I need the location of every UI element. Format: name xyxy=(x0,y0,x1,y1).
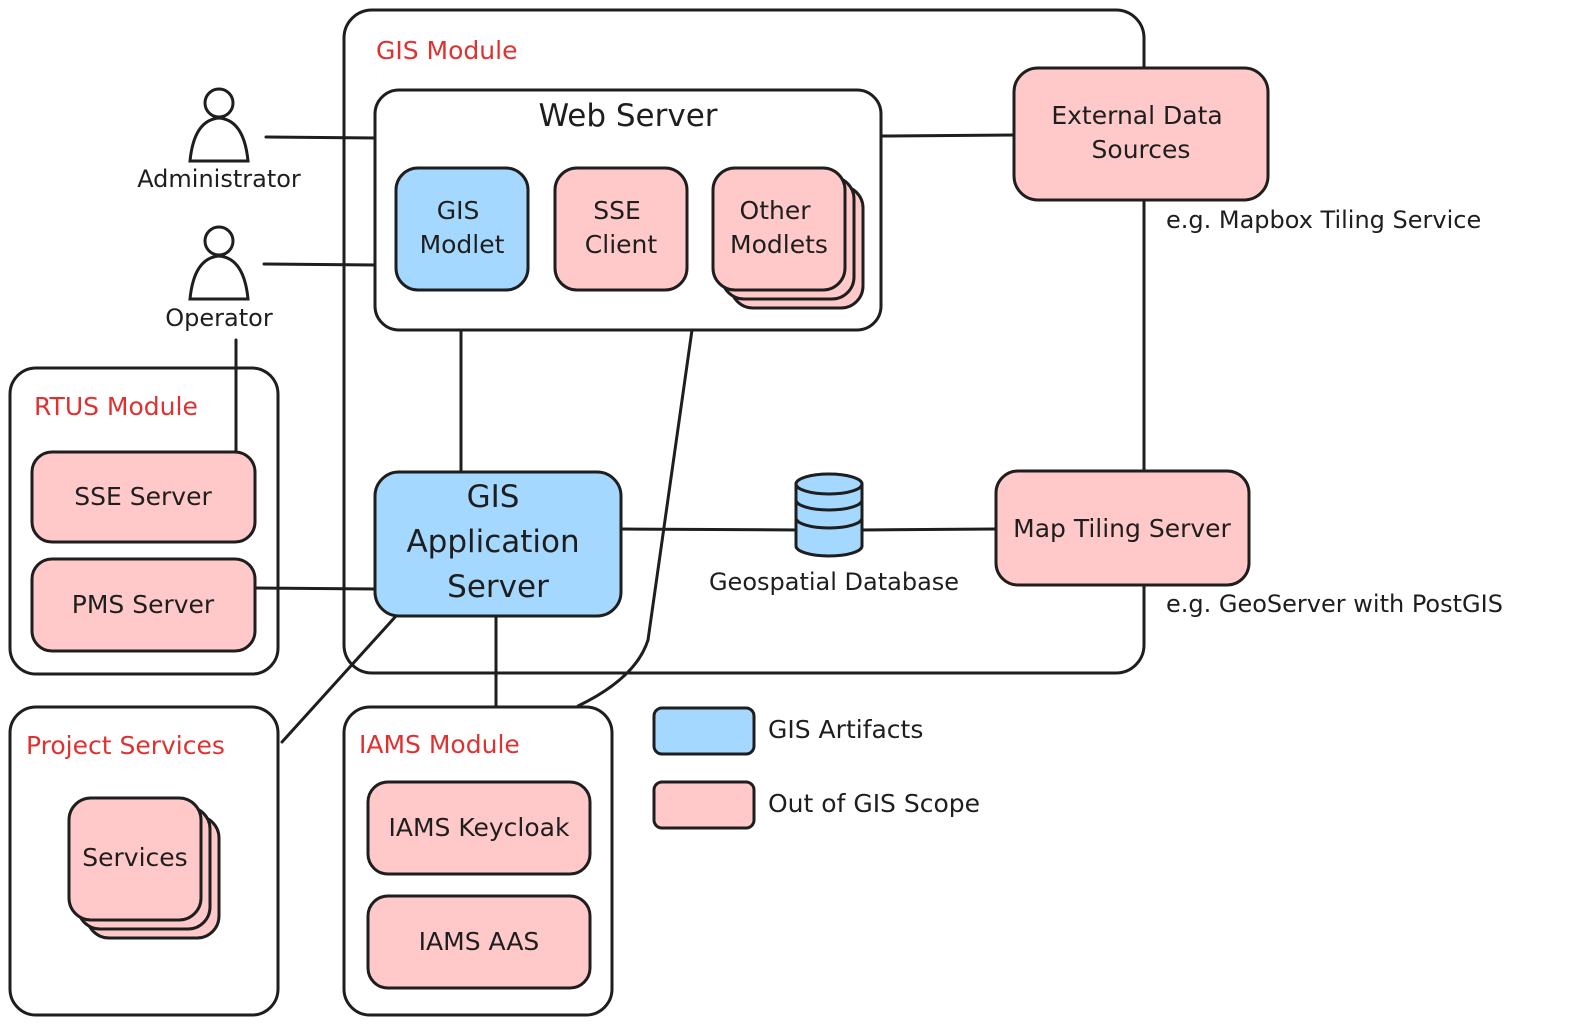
connectors xyxy=(234,133,1146,744)
other-modlets-box xyxy=(711,166,847,292)
sse-server-label: SSE Server xyxy=(74,482,212,511)
external-data-sources-label: External Data Sources xyxy=(1051,101,1230,164)
project-services-label: Project Services xyxy=(26,731,225,760)
connector-administrator-webserver xyxy=(264,135,378,140)
map-tiling-server-label: Map Tiling Server xyxy=(1013,514,1231,543)
legend-gis-artifacts-swatch xyxy=(652,706,756,756)
database-icon xyxy=(794,472,864,558)
other-modlets-stack xyxy=(711,166,865,310)
iams-module-label: IAMS Module xyxy=(359,730,520,759)
connector-pms-appserver xyxy=(253,586,378,591)
pms-server-label: PMS Server xyxy=(72,590,215,619)
legend-out-of-scope-swatch xyxy=(652,780,756,830)
gis-application-server-label: GIS Application Server xyxy=(406,479,589,605)
services-label: Services xyxy=(82,843,187,872)
services-box xyxy=(67,796,203,922)
connector-appserver-projectservices xyxy=(280,614,398,744)
iams-aas-box xyxy=(366,894,592,990)
map-tiling-server-box xyxy=(994,469,1251,587)
services-stack xyxy=(67,796,221,940)
legend-out-of-scope-label: Out of GIS Scope xyxy=(768,789,980,818)
geospatial-database-label: Geospatial Database xyxy=(709,568,959,596)
iams-keycloak-box xyxy=(366,780,592,876)
sse-client-label: SSE Client xyxy=(585,196,658,259)
gis-modlet-box xyxy=(394,166,530,292)
administrator-label: Administrator xyxy=(137,165,301,193)
legend: GIS Artifacts Out of GIS Scope xyxy=(652,706,980,830)
rtus-module-label: RTUS Module xyxy=(34,392,198,421)
external-data-sources-box xyxy=(1012,66,1270,202)
sse-server-box xyxy=(30,450,257,544)
other-modlets-label: Other Modlets xyxy=(730,196,828,259)
iams-keycloak-label: IAMS Keycloak xyxy=(389,813,570,842)
iams-aas-label: IAMS AAS xyxy=(419,927,540,956)
connector-operator-webserver xyxy=(262,262,378,267)
gis-modlet-label: GIS Modlet xyxy=(420,196,505,259)
operator-label: Operator xyxy=(165,304,273,332)
map-tiling-note: e.g. GeoServer with PostGIS xyxy=(1166,590,1503,618)
administrator-icon xyxy=(188,87,250,163)
legend-gis-artifacts-label: GIS Artifacts xyxy=(768,715,923,744)
sse-client-box xyxy=(553,166,689,292)
operator-icon xyxy=(188,225,250,301)
gis-application-server-box xyxy=(373,470,623,618)
pms-server-box xyxy=(30,557,257,653)
connector-webserver-external xyxy=(880,133,1016,138)
gis-module-label: GIS Module xyxy=(376,36,517,65)
external-data-note: e.g. Mapbox Tiling Service xyxy=(1166,206,1481,234)
web-server-title: Web Server xyxy=(538,98,717,134)
connector-database-maptiling xyxy=(858,527,998,532)
connector-webserver-iams xyxy=(576,328,694,708)
connector-appserver-database xyxy=(619,527,802,532)
